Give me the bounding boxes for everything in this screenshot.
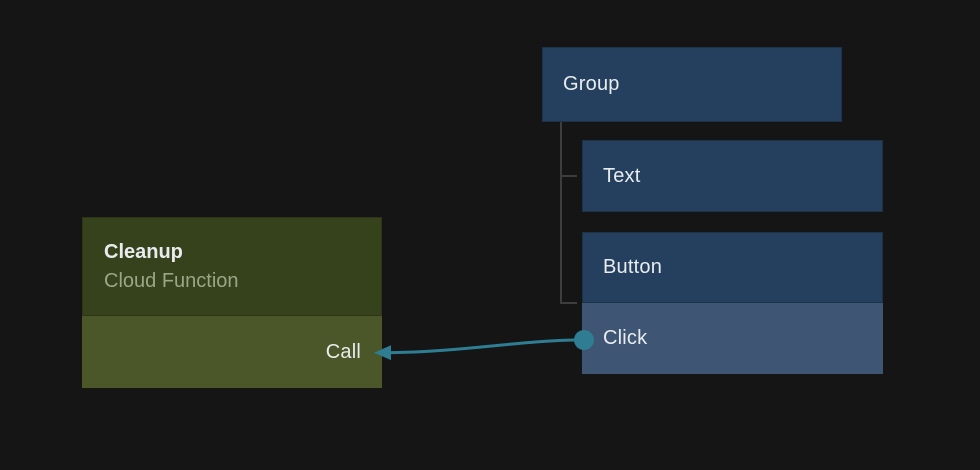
call-action-label: Call <box>325 340 361 363</box>
node-text-label: Text <box>603 164 641 187</box>
node-button-click-event[interactable]: Click <box>582 303 883 374</box>
node-button[interactable]: Button <box>582 232 883 303</box>
node-cleanup[interactable]: Cleanup Cloud Function <box>82 217 382 316</box>
click-event-label: Click <box>603 327 648 349</box>
node-cleanup-container: Cleanup Cloud Function Call <box>82 217 382 388</box>
node-button-label: Button <box>603 256 663 278</box>
node-text[interactable]: Text <box>582 140 883 212</box>
node-cleanup-title: Cleanup <box>104 240 183 263</box>
tree-connector-stub-button <box>560 302 577 304</box>
node-button-container: Button Click <box>582 232 883 374</box>
tree-connector-stub-text <box>560 175 577 177</box>
node-group-label: Group <box>563 73 620 95</box>
edge-click-to-call-wire[interactable] <box>386 338 580 355</box>
node-cleanup-call-action[interactable]: Call <box>82 316 382 388</box>
tree-connector-vertical-line <box>560 122 562 303</box>
node-cleanup-subtitle: Cloud Function <box>104 269 239 292</box>
node-group[interactable]: Group <box>542 47 842 122</box>
